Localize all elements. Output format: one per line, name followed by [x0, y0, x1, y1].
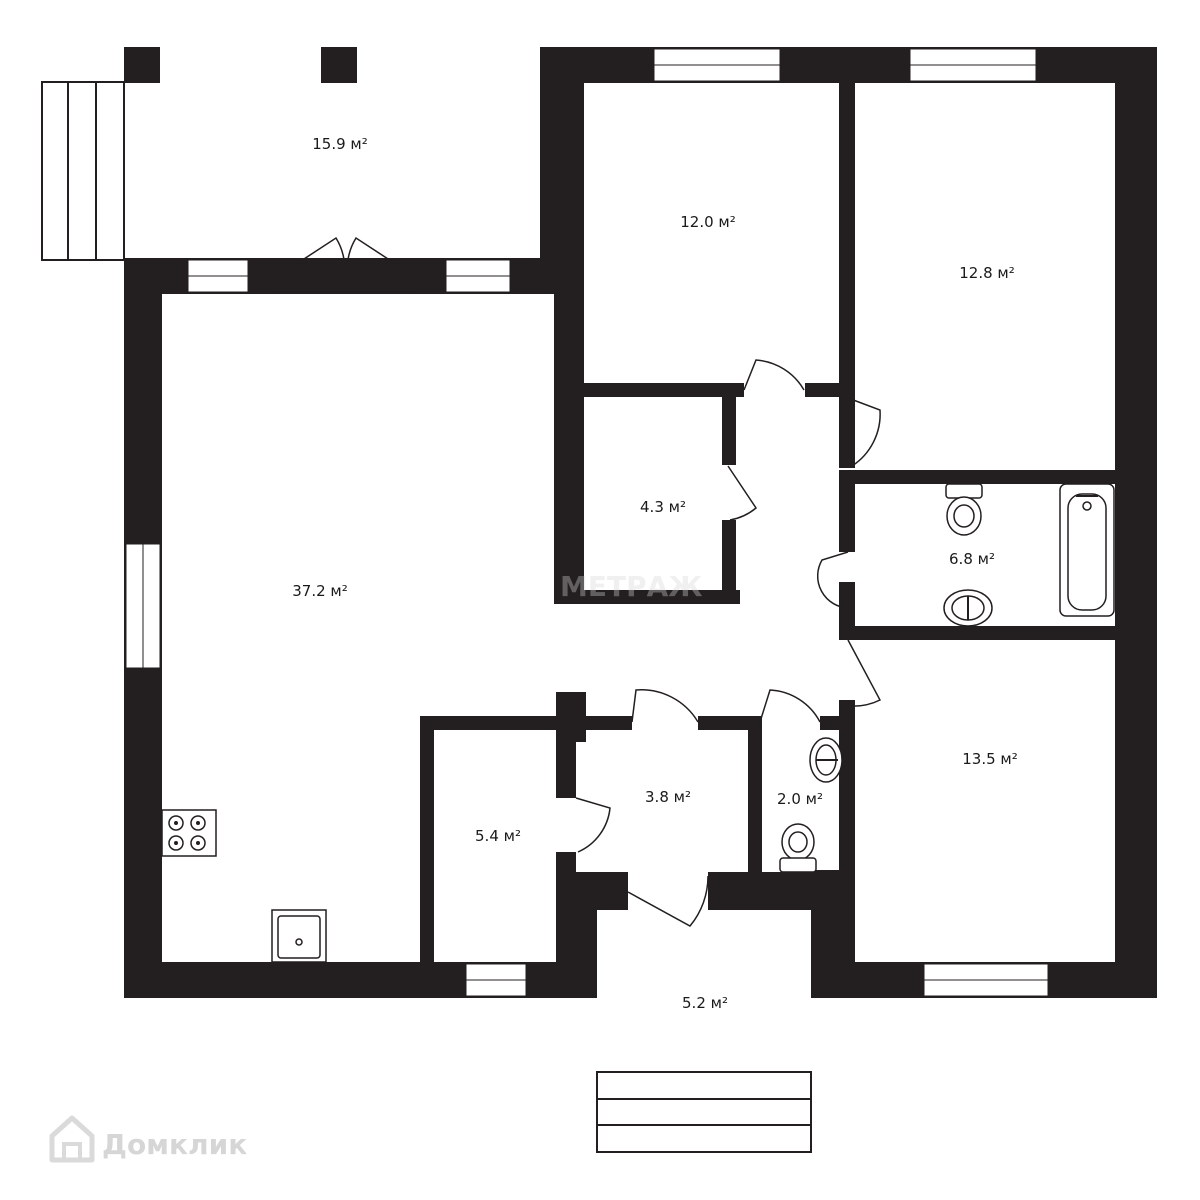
sink-bathroom: [943, 589, 993, 627]
room-labels: 15.9 м² 12.0 м² 12.8 м² 4.3 м² 37.2 м² 6…: [292, 135, 1018, 1012]
watermark-brand: Домклик: [102, 1128, 247, 1161]
room-label-storage: 4.3 м²: [640, 498, 686, 516]
doors: [277, 236, 882, 927]
room-label-bedroom-1: 12.0 м²: [680, 213, 736, 231]
room-label-porch: 5.2 м²: [682, 994, 728, 1012]
walls: [124, 47, 1157, 998]
porch-steps-bottom: [596, 1071, 812, 1153]
room-label-bedroom-3: 13.5 м²: [962, 750, 1018, 768]
toilet-wc: [779, 823, 817, 873]
windows: [125, 48, 1049, 997]
bathtub: [1059, 483, 1115, 617]
room-label-bedroom-2: 12.8 м²: [959, 264, 1015, 282]
kitchen-sink: [271, 909, 327, 963]
room-label-bathroom: 6.8 м²: [949, 550, 995, 568]
room-label-terrace: 15.9 м²: [312, 135, 368, 153]
room-label-room-small: 5.4 м²: [475, 827, 521, 845]
stove: [161, 809, 217, 857]
sink-wc: [809, 737, 843, 783]
terrace-steps-left: [41, 81, 125, 261]
watermark-center-text: МЕТРАЖ: [560, 570, 703, 603]
house-logo-icon: [49, 1115, 95, 1163]
room-label-living: 37.2 м²: [292, 582, 348, 600]
toilet-bathroom: [945, 483, 983, 536]
room-label-vestibule: 3.8 м²: [645, 788, 691, 806]
room-label-wc: 2.0 м²: [777, 790, 823, 808]
